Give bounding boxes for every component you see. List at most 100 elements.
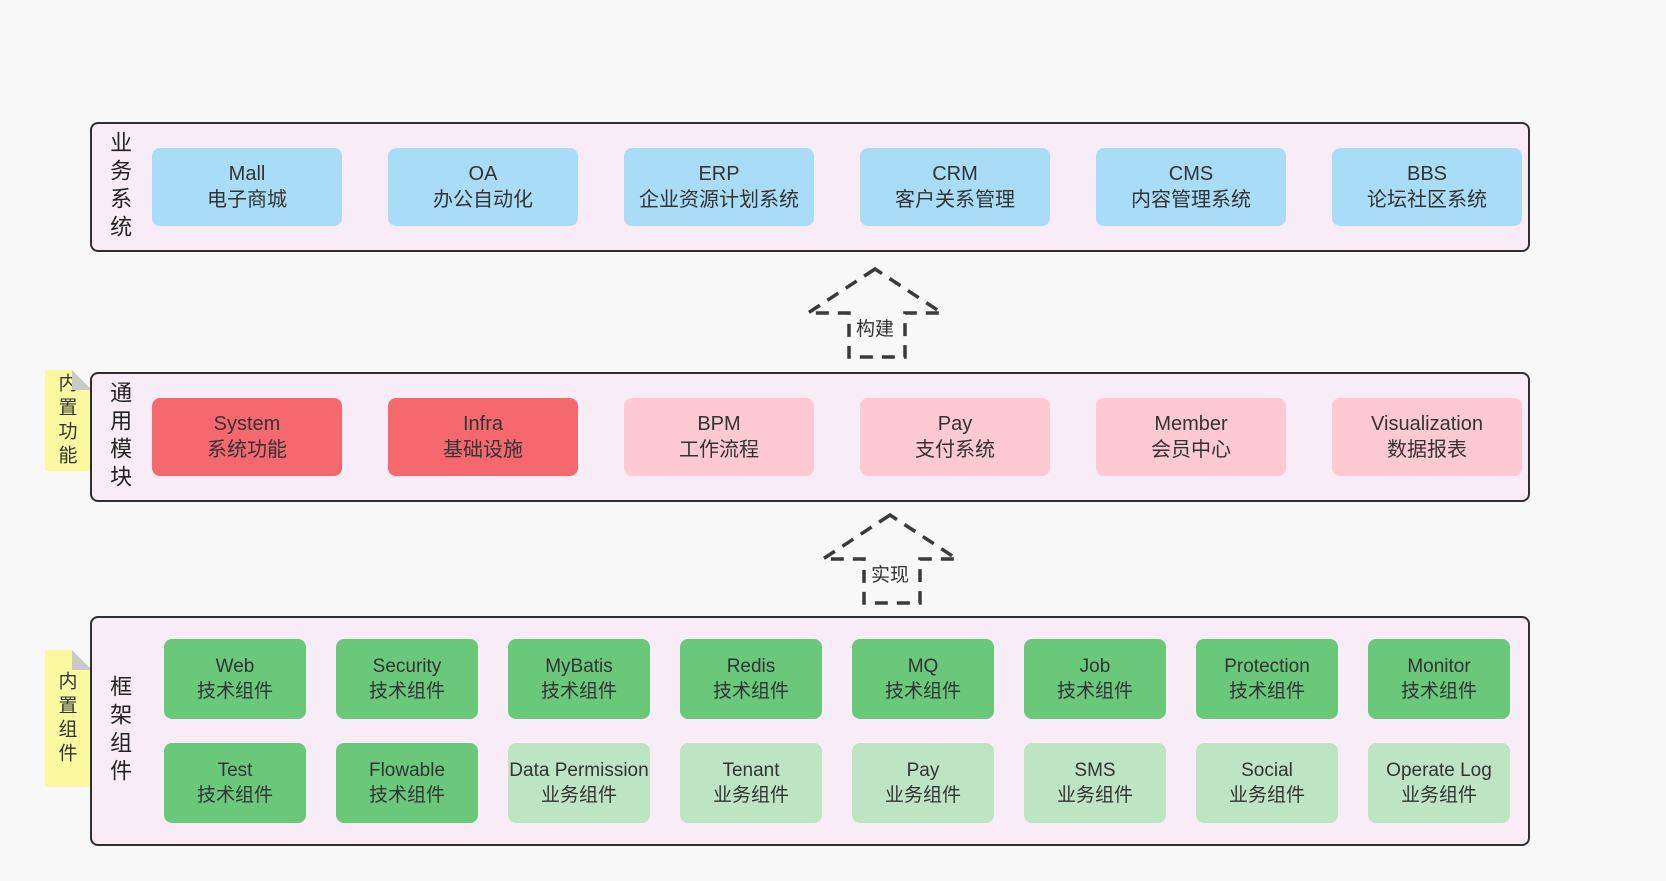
component-boxes-row-2: Test 技术组件 Flowable 技术组件 Data Permission … — [146, 743, 1528, 823]
box-title: Mall — [228, 162, 266, 185]
section-label-column: 业务系统 — [92, 124, 146, 250]
box-title: MyBatis — [545, 655, 613, 677]
arrow-label: 构建 — [852, 314, 898, 341]
box-subtitle: 基础设施 — [443, 439, 523, 461]
box-protection: Protection 技术组件 — [1196, 639, 1338, 719]
box-oa: OA 办公自动化 — [388, 148, 578, 226]
box-flowable: Flowable 技术组件 — [336, 743, 478, 823]
box-subtitle: 业务组件 — [1228, 785, 1305, 806]
box-title: Pay — [906, 759, 940, 781]
box-subtitle: 业务组件 — [884, 785, 961, 806]
box-title: Web — [215, 655, 255, 677]
box-mall: Mall 电子商城 — [152, 148, 342, 226]
box-subtitle: 工作流程 — [679, 439, 759, 461]
box-title: Flowable — [368, 759, 446, 781]
box-title: Tenant — [722, 759, 780, 781]
section-label-business: 业务系统 — [107, 131, 133, 243]
box-subtitle: 技术组件 — [196, 681, 273, 702]
box-subtitle: 客户关系管理 — [895, 189, 1015, 211]
box-erp: ERP 企业资源计划系统 — [624, 148, 814, 226]
section-label-column: 框架组件 — [92, 618, 146, 844]
box-bbs: BBS 论坛社区系统 — [1332, 148, 1522, 226]
box-title: Security — [372, 655, 442, 677]
box-title: Monitor — [1407, 655, 1471, 677]
box-subtitle: 办公自动化 — [433, 189, 533, 211]
box-subtitle: 技术组件 — [540, 681, 617, 702]
implement-arrow: 实现 — [820, 512, 960, 606]
box-title: BPM — [697, 412, 741, 435]
box-subtitle: 业务组件 — [1056, 785, 1133, 806]
box-member: Member 会员中心 — [1096, 398, 1286, 476]
box-title: System — [213, 412, 281, 435]
component-rows: Web 技术组件 Security 技术组件 MyBatis 技术组件 Redi… — [146, 618, 1528, 844]
box-subtitle: 技术组件 — [368, 785, 445, 806]
box-mq: MQ 技术组件 — [852, 639, 994, 719]
box-security: Security 技术组件 — [336, 639, 478, 719]
note-built-in-features: 内置功能 — [45, 370, 92, 471]
dashed-up-arrow-icon — [820, 512, 960, 605]
box-title: Protection — [1224, 655, 1310, 677]
box-social: Social 业务组件 — [1196, 743, 1338, 823]
box-system: System 系统功能 — [152, 398, 342, 476]
box-subtitle: 支付系统 — [915, 439, 995, 461]
box-subtitle: 电子商城 — [207, 189, 287, 211]
box-subtitle: 技术组件 — [368, 681, 445, 702]
box-infra: Infra 基础设施 — [388, 398, 578, 476]
box-title: BBS — [1406, 162, 1448, 185]
box-test: Test 技术组件 — [164, 743, 306, 823]
business-systems-section: 业务系统 Mall 电子商城 OA 办公自动化 ERP 企业资源计划系统 CRM… — [90, 122, 1530, 252]
section-label-column: 通用模块 — [92, 374, 146, 500]
box-title: CRM — [932, 162, 978, 185]
box-subtitle: 业务组件 — [1400, 785, 1477, 806]
box-title: Operate Log — [1386, 759, 1492, 781]
box-title: OA — [468, 162, 498, 185]
box-subtitle: 会员中心 — [1151, 439, 1231, 461]
note-fold-icon — [72, 650, 92, 670]
note-fold-icon — [72, 370, 92, 390]
box-title: Redis — [726, 655, 776, 677]
box-sms: SMS 业务组件 — [1024, 743, 1166, 823]
box-title: Job — [1079, 655, 1111, 677]
component-boxes-row-1: Web 技术组件 Security 技术组件 MyBatis 技术组件 Redi… — [146, 639, 1528, 719]
box-title: Infra — [462, 412, 504, 435]
business-boxes-row: Mall 电子商城 OA 办公自动化 ERP 企业资源计划系统 CRM 客户关系… — [146, 124, 1528, 250]
section-label-components: 框架组件 — [107, 675, 133, 787]
box-subtitle: 技术组件 — [712, 681, 789, 702]
box-title: Social — [1241, 759, 1293, 781]
box-crm: CRM 客户关系管理 — [860, 148, 1050, 226]
box-pay-component: Pay 业务组件 — [852, 743, 994, 823]
build-arrow: 构建 — [805, 266, 945, 360]
box-title: MQ — [907, 655, 939, 677]
common-modules-section: 通用模块 System 系统功能 Infra 基础设施 BPM 工作流程 Pay… — [90, 372, 1530, 502]
box-mybatis: MyBatis 技术组件 — [508, 639, 650, 719]
dashed-up-arrow-icon — [805, 266, 945, 359]
box-data-permission: Data Permission 业务组件 — [508, 743, 650, 823]
box-web: Web 技术组件 — [164, 639, 306, 719]
box-subtitle: 技术组件 — [1056, 681, 1133, 702]
box-subtitle: 论坛社区系统 — [1367, 189, 1487, 211]
note-text: 内置功能 — [55, 372, 77, 469]
box-redis: Redis 技术组件 — [680, 639, 822, 719]
box-subtitle: 业务组件 — [712, 785, 789, 806]
box-title: SMS — [1074, 759, 1116, 781]
box-operate-log: Operate Log 业务组件 — [1368, 743, 1510, 823]
framework-components-section: 框架组件 Web 技术组件 Security 技术组件 MyBatis 技术组件… — [90, 616, 1530, 846]
box-subtitle: 企业资源计划系统 — [639, 189, 799, 211]
module-boxes-row: System 系统功能 Infra 基础设施 BPM 工作流程 Pay 支付系统… — [146, 374, 1528, 500]
box-title: Pay — [937, 412, 973, 435]
box-title: Visualization — [1371, 412, 1483, 435]
box-title: ERP — [698, 162, 740, 185]
box-subtitle: 内容管理系统 — [1131, 189, 1251, 211]
section-label-modules: 通用模块 — [107, 381, 133, 493]
box-subtitle: 系统功能 — [207, 439, 287, 461]
box-subtitle: 业务组件 — [540, 785, 617, 806]
arrow-label: 实现 — [867, 560, 913, 587]
box-title: CMS — [1168, 162, 1214, 185]
box-subtitle: 技术组件 — [1400, 681, 1477, 702]
box-title: Data Permission — [509, 759, 649, 781]
box-title: Member — [1154, 412, 1228, 435]
box-subtitle: 技术组件 — [1228, 681, 1305, 702]
note-text: 内置组件 — [55, 670, 77, 767]
note-built-in-components: 内置组件 — [45, 650, 92, 787]
